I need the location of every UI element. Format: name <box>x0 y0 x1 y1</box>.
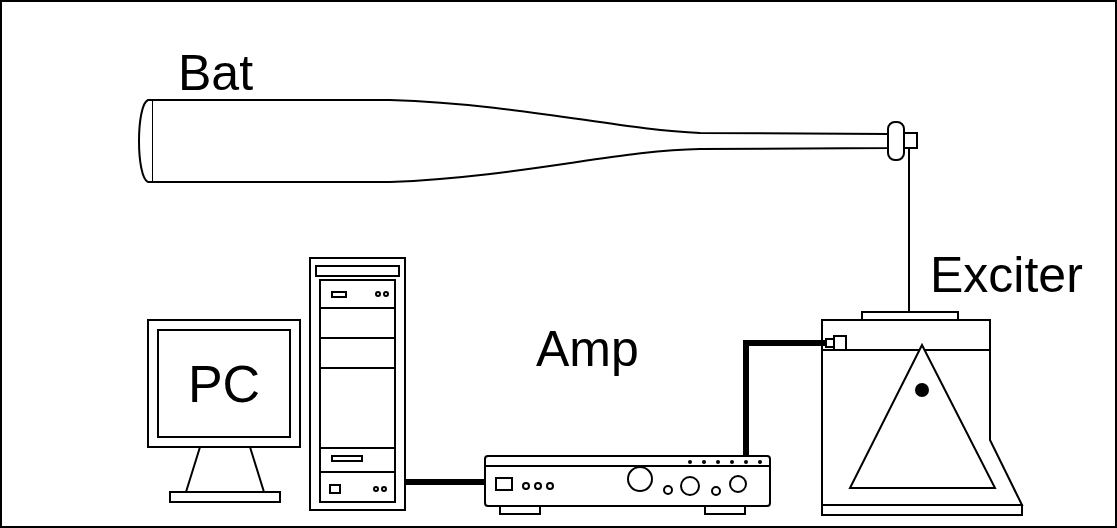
node-text: PC <box>188 358 260 410</box>
exciter-drawing <box>822 312 1022 515</box>
pc-tower <box>310 258 405 510</box>
exciter-label: Exciter <box>930 250 1083 300</box>
amp-drawing <box>485 456 770 514</box>
bat-label: Bat <box>178 48 253 98</box>
pc-monitor <box>148 320 300 502</box>
monitor-screen: PC <box>158 330 290 437</box>
bat-drawing <box>139 100 917 182</box>
amp-label: Amp <box>536 324 639 374</box>
amp-exciter-cable <box>746 343 826 456</box>
pc-amp-cable <box>405 479 485 485</box>
rod <box>908 148 910 313</box>
amp-leds <box>688 460 762 464</box>
